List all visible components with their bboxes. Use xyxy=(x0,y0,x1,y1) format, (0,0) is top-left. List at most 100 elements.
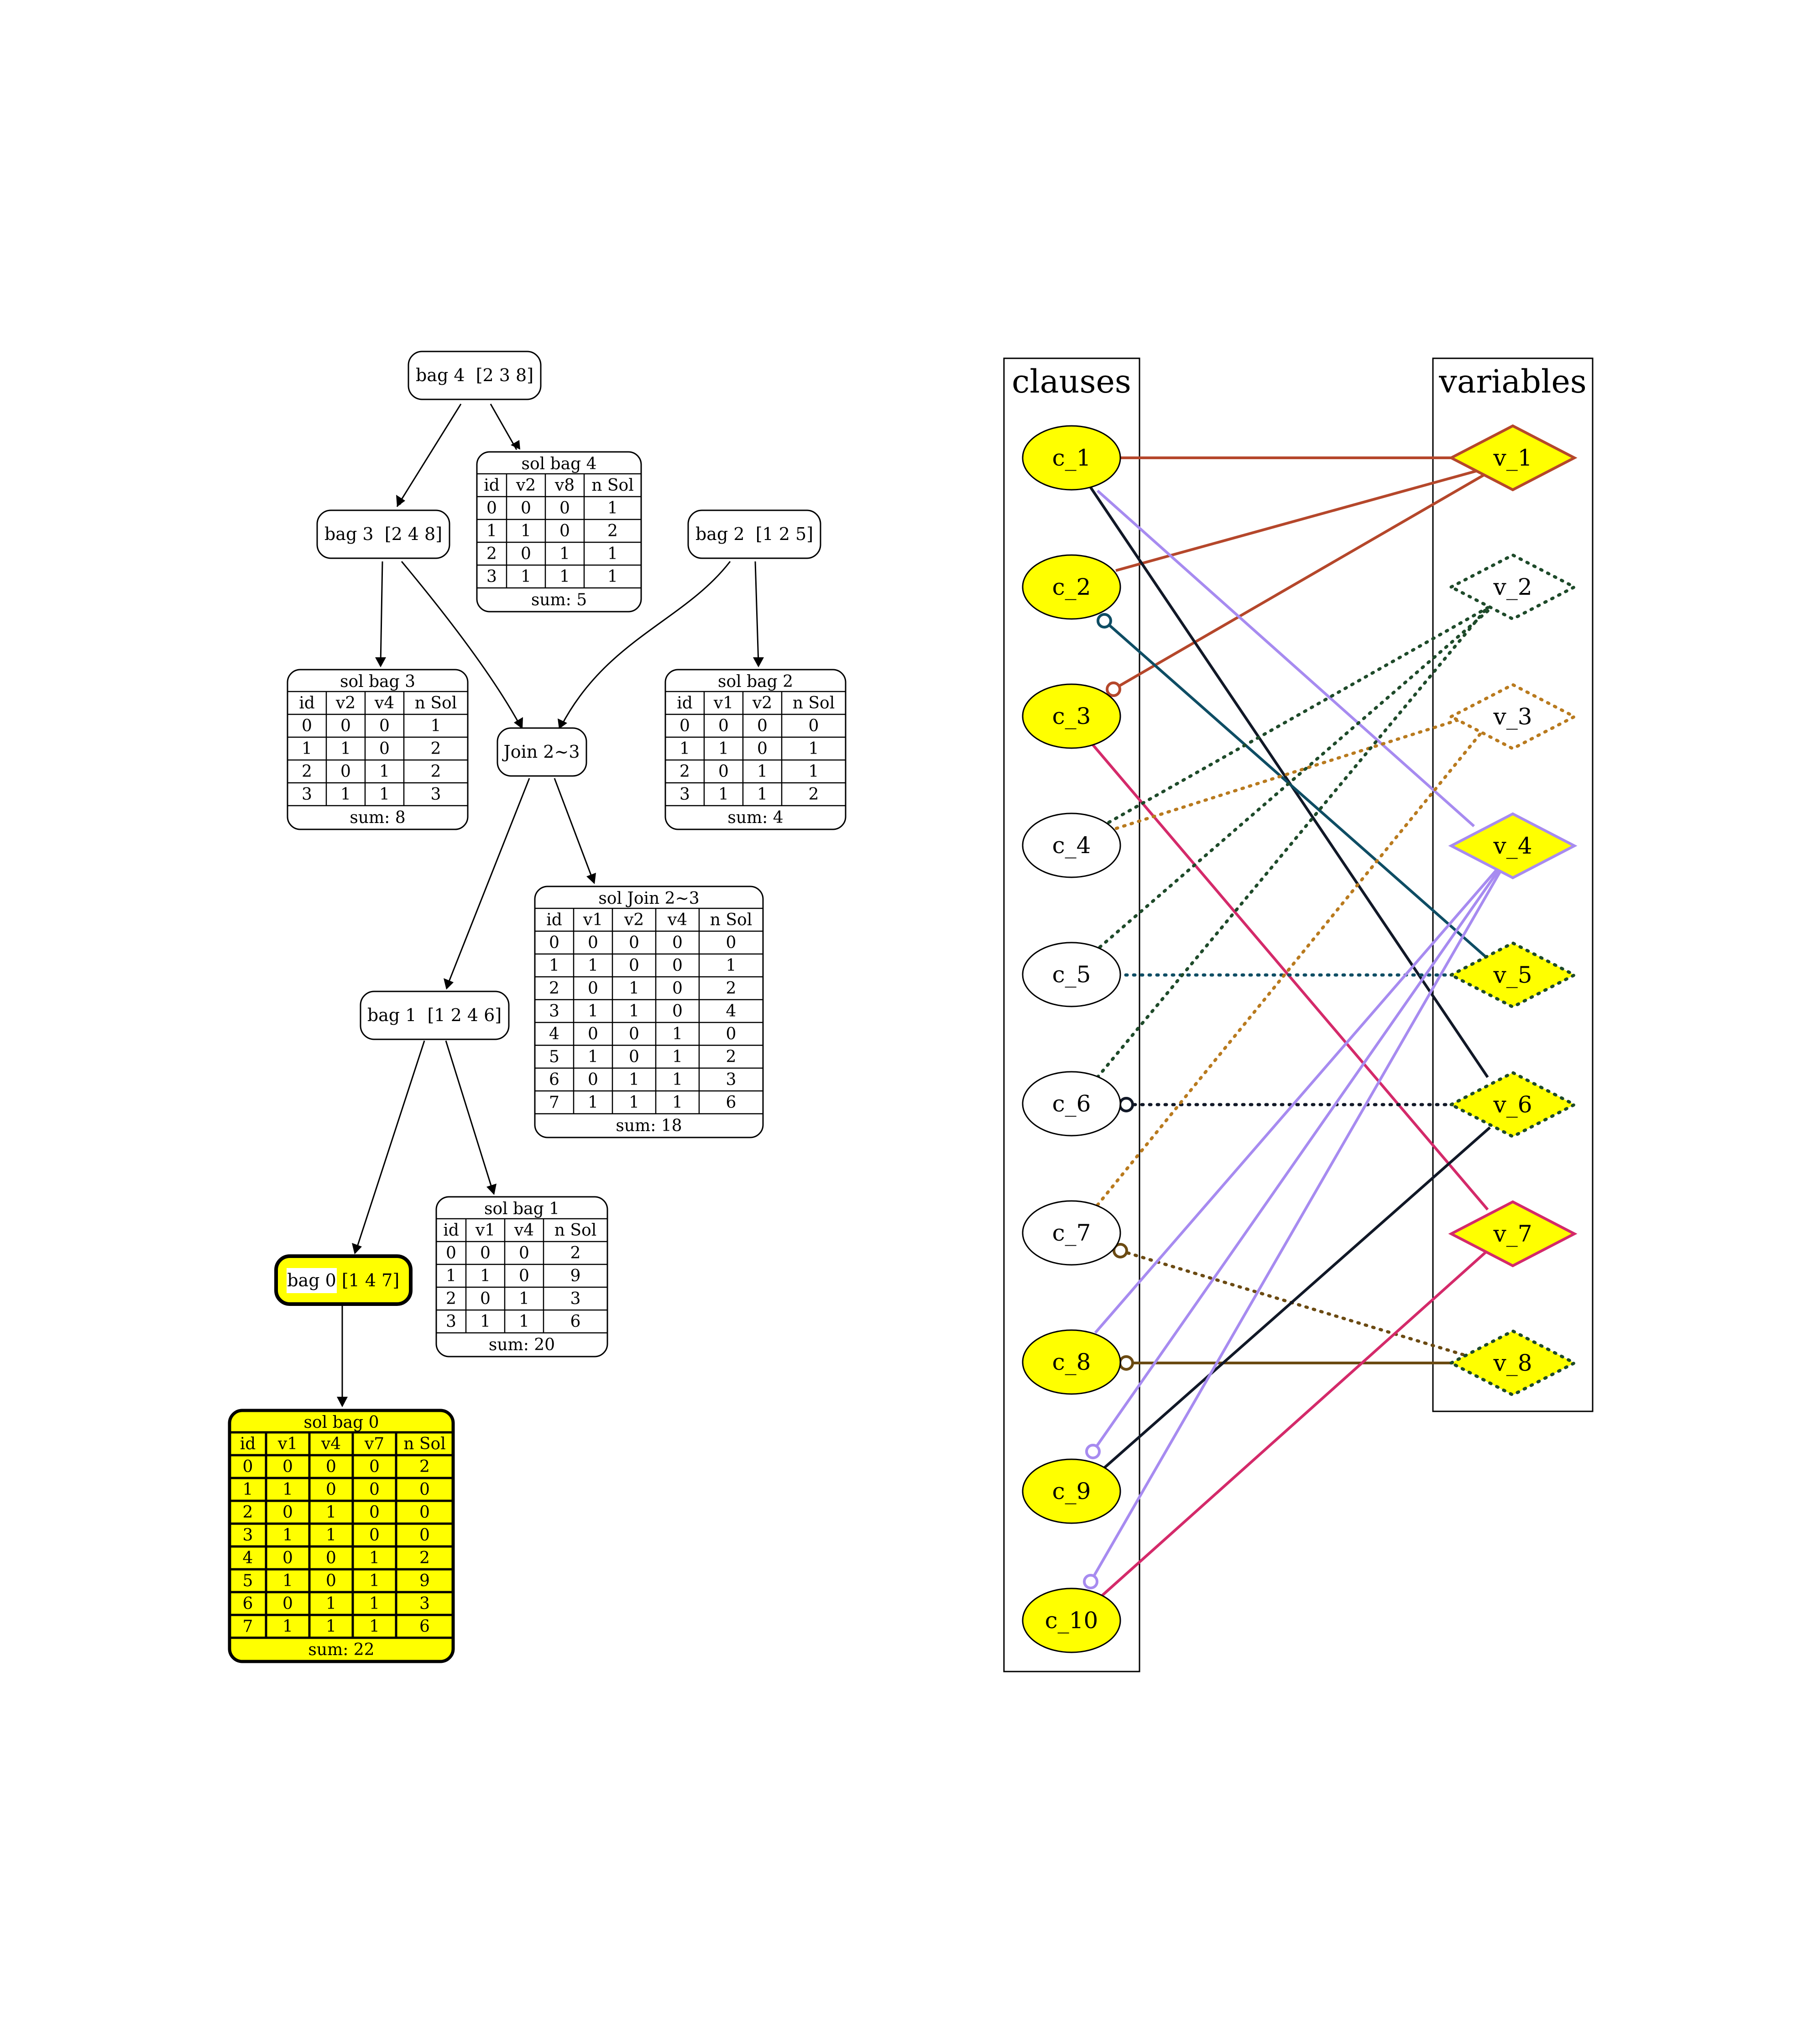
variable-node-v5[interactable]: v_5 xyxy=(1448,941,1578,1009)
table-cell: 2 xyxy=(549,979,559,998)
variable-node-v7[interactable]: v_7 xyxy=(1448,1200,1578,1268)
table-cell: 7 xyxy=(549,1093,559,1112)
table-cell: 0 xyxy=(369,1526,380,1545)
clause-node-c4[interactable]: c_4 xyxy=(1022,812,1121,878)
table-cell: 0 xyxy=(757,739,768,758)
clause-node-c8[interactable]: c_8 xyxy=(1022,1329,1121,1395)
table-cell: 1 xyxy=(607,567,618,586)
edge-c2-v1 xyxy=(1115,466,1488,572)
bag-3-node[interactable]: bag 3 [2 4 8] xyxy=(316,509,450,559)
table-header-cell: v2 xyxy=(516,476,536,495)
table-cell: 2 xyxy=(726,1048,737,1066)
table-cell: 2 xyxy=(243,1503,253,1522)
edge-c2-v5 xyxy=(1103,619,1489,960)
clause-label: c_7 xyxy=(1052,1220,1091,1246)
table-cell: 1 xyxy=(282,1526,293,1545)
table-cell: 4 xyxy=(549,1025,559,1043)
table-cell: 1 xyxy=(559,567,570,586)
table-cell: 0 xyxy=(559,522,570,540)
table-header-cell: v7 xyxy=(364,1435,384,1453)
table-cell: 1 xyxy=(326,1594,336,1613)
edge-c3-v1 xyxy=(1113,469,1493,691)
clause-node-c7[interactable]: c_7 xyxy=(1022,1200,1121,1266)
table-header-cell: n Sol xyxy=(710,911,752,929)
table-cell: 0 xyxy=(629,1025,639,1043)
clause-ellipse xyxy=(1022,554,1121,620)
table-cell: 1 xyxy=(282,1480,293,1499)
table-cell: 0 xyxy=(718,717,729,735)
table-cell: 0 xyxy=(419,1503,430,1522)
variable-node-v6[interactable]: v_6 xyxy=(1448,1071,1578,1138)
bag-0-name: bag 0 xyxy=(287,1270,336,1290)
table-header-cell: id xyxy=(484,476,500,495)
clause-node-c10[interactable]: c_10 xyxy=(1022,1588,1121,1653)
table-cell: 0 xyxy=(588,933,598,952)
bag-4-node[interactable]: bag 4 [2 3 8] xyxy=(408,351,542,400)
clause-node-c1[interactable]: c_1 xyxy=(1022,425,1121,491)
join-node[interactable]: Join 2~3 xyxy=(497,727,587,777)
variable-label: v_1 xyxy=(1493,445,1532,471)
variable-label: v_5 xyxy=(1493,962,1532,988)
edge-c7-v3 xyxy=(1096,729,1485,1207)
variable-node-v2[interactable]: v_2 xyxy=(1448,553,1578,621)
clauses-cluster-label: clauses xyxy=(1012,363,1131,400)
table-cell: 1 xyxy=(672,1070,683,1089)
bag-1-label: bag 1 [1 2 4 6] xyxy=(367,1005,502,1025)
table-cell: 1 xyxy=(607,545,618,563)
table-cell: 0 xyxy=(672,933,683,952)
bag-2-node[interactable]: bag 2 [1 2 5] xyxy=(687,509,821,559)
variable-node-v4[interactable]: v_4 xyxy=(1448,812,1578,880)
table-cell: 1 xyxy=(629,1070,639,1089)
table-cell: 0 xyxy=(326,1572,336,1590)
table-cell: 0 xyxy=(486,499,497,518)
variable-node-v8[interactable]: v_8 xyxy=(1448,1329,1578,1397)
table-cell: 6 xyxy=(726,1093,737,1112)
table-cell: 0 xyxy=(379,739,390,758)
clause-ellipse xyxy=(1022,1329,1121,1395)
table-cell: 1 xyxy=(326,1503,336,1522)
table-cell: 0 xyxy=(559,499,570,518)
clause-node-c5[interactable]: c_5 xyxy=(1022,942,1121,1007)
table-cell: 3 xyxy=(302,785,312,804)
table-cell: 0 xyxy=(446,1244,456,1263)
table-cell: 2 xyxy=(431,762,441,781)
table-cell: 1 xyxy=(282,1617,293,1636)
variable-label: v_8 xyxy=(1493,1350,1532,1376)
clause-node-c9[interactable]: c_9 xyxy=(1022,1458,1121,1524)
edge-bag2-join xyxy=(560,561,731,726)
table-cell: 0 xyxy=(302,717,312,735)
clause-label: c_2 xyxy=(1052,574,1091,600)
table-cell: 1 xyxy=(549,956,559,975)
variable-label: v_4 xyxy=(1493,833,1532,859)
table-cell: 1 xyxy=(679,739,690,758)
variable-node-v3[interactable]: v_3 xyxy=(1448,683,1578,750)
table-cell: 1 xyxy=(588,1093,598,1112)
clause-node-c2[interactable]: c_2 xyxy=(1022,554,1121,620)
edge-bag1-bag0 xyxy=(355,1040,425,1251)
table-cell: 1 xyxy=(326,1617,336,1636)
edge-negation-marker xyxy=(1119,1097,1134,1112)
table-cell: 0 xyxy=(629,1048,639,1066)
table-cell: 5 xyxy=(243,1572,253,1590)
table-cell: 1 xyxy=(809,739,819,758)
table-cell: 2 xyxy=(446,1289,456,1308)
table-header-cell: v4 xyxy=(667,911,687,929)
table-cell: 1 xyxy=(519,1312,529,1331)
table-header-cell: n Sol xyxy=(793,694,835,713)
variable-node-v1[interactable]: v_1 xyxy=(1448,424,1578,492)
table-cell: 0 xyxy=(672,1002,683,1021)
edge-negation-marker xyxy=(1083,1574,1098,1589)
table-cell: 0 xyxy=(809,717,819,735)
bag-1-node[interactable]: bag 1 [1 2 4 6] xyxy=(360,991,510,1040)
clause-node-c6[interactable]: c_6 xyxy=(1022,1071,1121,1137)
bag-0-node[interactable]: bag 0 [1 4 7] xyxy=(274,1254,413,1306)
table-frame xyxy=(476,451,642,613)
clause-node-c3[interactable]: c_3 xyxy=(1022,683,1121,749)
table-cell: 0 xyxy=(672,956,683,975)
